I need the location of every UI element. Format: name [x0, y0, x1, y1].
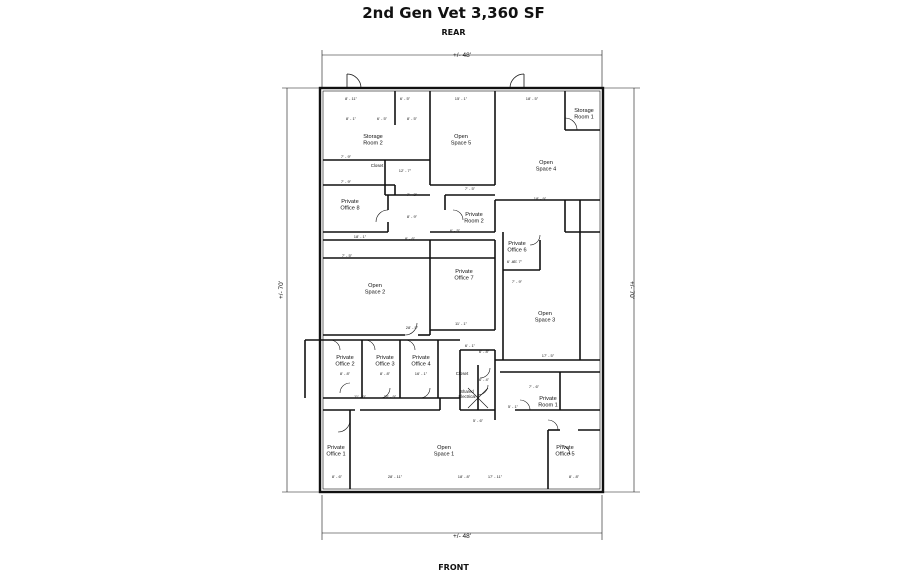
dimension-label: 12' - 7" [399, 168, 412, 173]
dimension-label: 15' - 1" [455, 96, 468, 101]
front-label: FRONT [438, 563, 469, 572]
width-dimension-bottom [321, 495, 603, 540]
depth-dim-label-right: +/- 70' [628, 281, 635, 299]
dimension-label: 7' - 9" [341, 179, 352, 184]
rear-label: REAR [441, 28, 466, 37]
dimension-label: 6' - 5" [450, 228, 461, 233]
exterior-walls [318, 86, 605, 494]
dimension-label: 5' - 6" [473, 418, 484, 423]
dimension-label: 28' - 11" [388, 474, 403, 479]
dimension-label: 6' - 4" [479, 377, 490, 382]
dimension-label: 6' - 1" [465, 343, 476, 348]
dimension-label: 5' - 1" [508, 404, 519, 409]
dimension-label: 16' - 1" [415, 371, 428, 376]
dimension-label: 6' - 5" [400, 96, 411, 101]
interior-walls [304, 91, 600, 489]
width-dim-label-top: +/- 48' [453, 52, 471, 59]
dimension-label: 8' - 9" [407, 214, 418, 219]
dimension-label: 17' - 11" [488, 474, 503, 479]
room-label-closet-2: Closet [456, 371, 469, 376]
dimension-label: 8' - 1" [346, 116, 357, 121]
dimension-label: 7' - 6" [529, 384, 540, 389]
dimension-label: 6' - 5" [377, 116, 388, 121]
dimension-label: 7' - 5" [342, 253, 353, 258]
width-dimension-top [321, 50, 603, 88]
dimension-label: 8' - 11" [345, 96, 358, 101]
dimension-label: 8' - 8" [380, 371, 391, 376]
dimension-label: 28' - 5" [406, 325, 419, 330]
dimension-label: 8' - 5" [407, 116, 418, 121]
dimension-label: 17' - 5" [542, 353, 555, 358]
dimension-label: 18' - 8" [458, 474, 471, 479]
dimension-label: 8' - 8" [340, 371, 351, 376]
room-label-closet-1: Closet [371, 163, 384, 168]
dimension-label: 8' - 6" [332, 474, 343, 479]
depth-dimension-left [282, 87, 320, 493]
dimension-label: 6' - 8" [479, 349, 490, 354]
plan-title: 2nd Gen Vet 3,360 SF [362, 4, 545, 22]
dimension-label: 18' - 9" [534, 196, 547, 201]
depth-dim-label-left: +/- 70' [278, 281, 285, 299]
dimension-label: 20' - 9" [384, 394, 397, 399]
interior-doors [329, 117, 578, 456]
dimension-label: 18' - 5" [526, 96, 539, 101]
dimension-label: 8' - 8" [569, 474, 580, 479]
dimension-label: 6' - 6" [507, 259, 518, 264]
dimension-label: 7' - 5" [465, 186, 476, 191]
width-dim-label-bottom: +/- 48' [453, 533, 471, 540]
dimension-label: 6' - 7" [512, 259, 523, 264]
dimension-labels: 8' - 11" 6' - 5" 15' - 1" 18' - 5" 8' - 1" 6'… [332, 96, 580, 479]
dimension-label: 7' - 9" [512, 279, 523, 284]
rear-door-left [346, 73, 362, 89]
dimension-label: 7' - 9" [341, 154, 352, 159]
dimension-label: 7' - 3" [407, 192, 418, 197]
depth-dimension-right [604, 87, 640, 493]
dimension-label: 11' - 9" [354, 394, 367, 399]
dimension-label: 11' - 1" [455, 321, 468, 326]
rear-door-right [509, 73, 525, 89]
dimension-label: 18' - 1" [354, 234, 367, 239]
dimension-label: 8' - 6" [405, 236, 416, 241]
